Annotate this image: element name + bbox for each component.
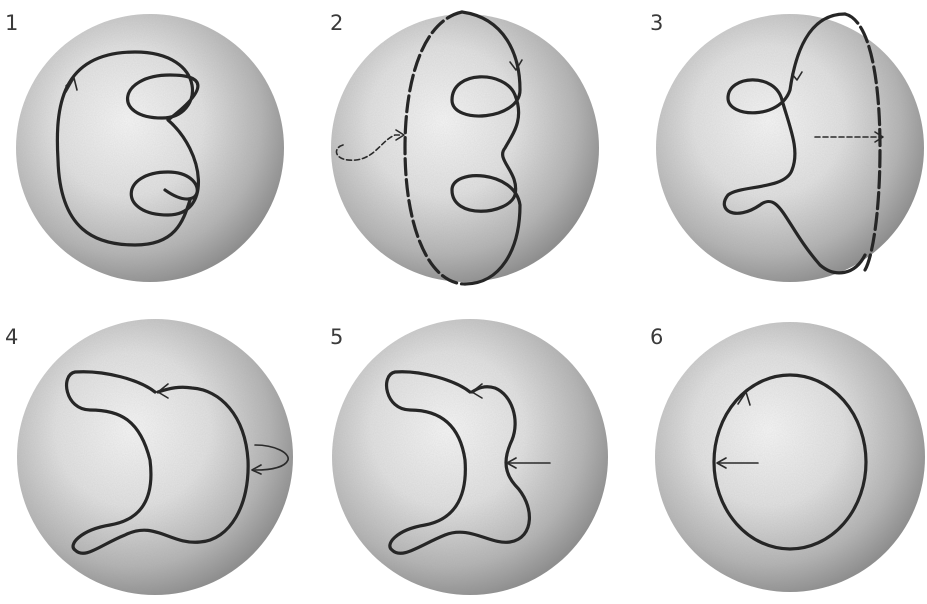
panel-number: 2 <box>330 11 343 35</box>
panel-5: 5 <box>330 319 608 595</box>
panel-1: 1 <box>5 11 284 282</box>
panel-number: 4 <box>5 325 18 349</box>
sphere-texture <box>655 322 925 592</box>
sphere-texture <box>331 14 599 282</box>
panel-number: 3 <box>650 11 663 35</box>
panel-number: 1 <box>5 11 18 35</box>
panel-3: 3 <box>650 11 924 282</box>
sphere-texture <box>656 14 924 282</box>
sphere-texture <box>17 319 293 595</box>
panel-2: 2 <box>330 11 599 284</box>
panel-4: 4 <box>5 319 293 595</box>
panel-number: 6 <box>650 325 663 349</box>
panel-6: 6 <box>650 322 925 592</box>
panel-number: 5 <box>330 325 343 349</box>
sphere-texture <box>332 319 608 595</box>
